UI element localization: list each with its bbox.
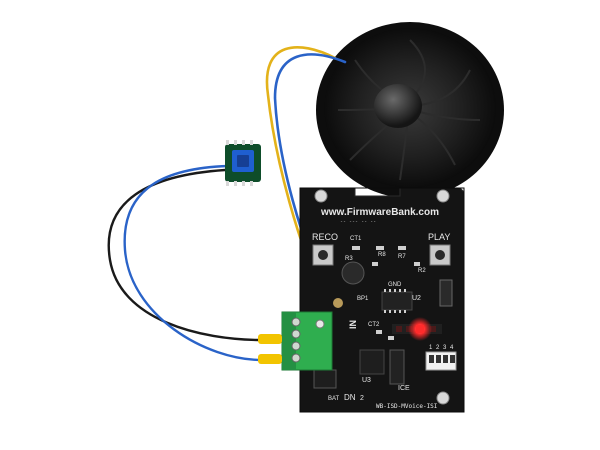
ct2-label: CT2 [368,322,380,328]
speaker-dome [374,84,422,128]
switch-wire-black [107,168,264,342]
mount-hole [436,391,450,405]
r3-label: R3 [345,256,353,262]
dip-num-1: 1 [429,345,433,351]
bp1-pad [333,298,343,308]
reco-button[interactable] [312,244,334,266]
r2-label: R2 [418,268,426,274]
svg-text:-- --- -- --: -- --- -- -- [340,219,376,225]
screw-terminal [281,311,333,371]
board-url: www.FirmwareBank.com [320,207,439,218]
ice-label: ICE [398,385,410,392]
battery-connector [313,369,337,389]
dip-switch[interactable] [425,351,457,371]
u3-label: U3 [362,377,371,384]
play-label: PLAY [428,232,450,242]
u2-label: U2 [412,295,421,302]
play-button[interactable] [429,244,451,266]
dip-num-2: 2 [436,345,440,351]
r7-label: R7 [398,254,406,260]
ic-u3 [359,349,385,375]
switch-wire-blue [123,164,264,362]
pcb-board: www.FirmwareBank.com -- --- -- -- RECO P… [299,187,465,413]
led-array [392,317,442,341]
r8-label: R8 [378,252,386,258]
gnd-label: GND [388,282,402,288]
dn-number: 2 [360,395,364,402]
pin-header [439,279,453,307]
bp1-label: BP1 [357,296,369,302]
ct1-label: CT1 [350,236,362,242]
bat-label: BAT [328,396,340,402]
dip-num-3: 3 [443,345,447,351]
slide-switch-module [225,140,261,186]
wire-crimps [258,334,282,364]
dn-label: DN [344,393,356,402]
speaker [316,22,504,198]
mount-hole [314,189,328,203]
in-label: IN [348,320,358,329]
board-serial: WB-ISD-MVoice-ISI [376,403,438,410]
ic-u2 [381,291,413,311]
mount-hole [436,189,450,203]
dip-num-4: 4 [450,345,454,351]
reco-label: RECO [312,232,338,242]
ice-header [389,349,405,385]
electret-mic [341,261,365,285]
